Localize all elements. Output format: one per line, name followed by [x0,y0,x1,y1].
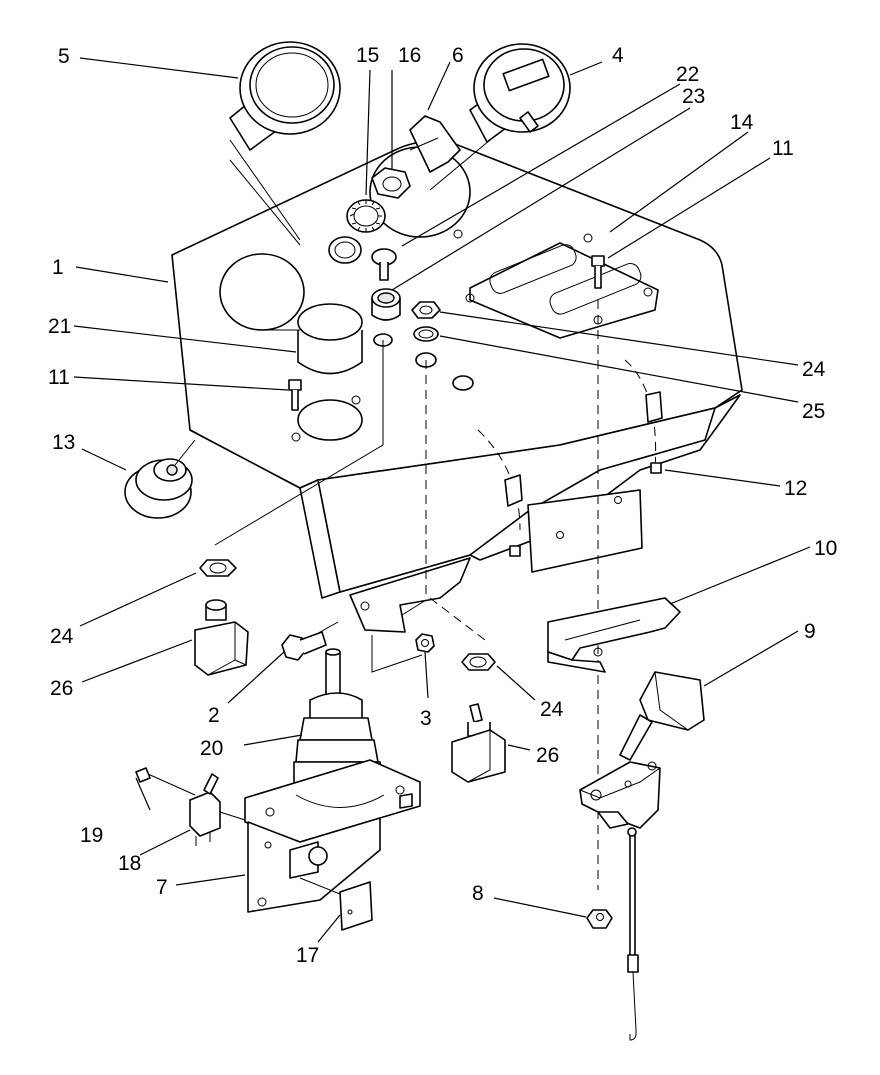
callout-16: 16 [398,44,421,67]
callout-4: 4 [612,44,624,67]
callout-13: 13 [52,431,75,454]
callout-14: 14 [730,111,754,134]
gauge-5 [229,41,341,241]
callout-24-mid: 24 [540,698,564,721]
lock-washer-15 [346,199,386,233]
callout-21: 21 [48,315,71,338]
nut-24-left [199,559,237,577]
callout-18: 18 [118,852,141,875]
callout-12: 12 [784,477,807,500]
hex-nut-16 [371,167,411,199]
callout-10: 10 [814,537,837,560]
callout-24-left: 24 [50,625,74,648]
callout-labels: 1 2 3 4 5 6 7 8 9 10 11 11 12 13 14 15 1… [48,44,837,967]
callout-7: 7 [156,876,168,899]
screw-11-right [591,255,605,289]
plate-17 [339,881,373,931]
callout-22: 22 [676,63,699,86]
horn-13 [124,439,196,519]
nut-8 [586,909,613,929]
callout-20: 20 [200,737,223,760]
grommet [328,236,362,264]
toggle-switch-26-left [194,599,249,676]
callout-6: 6 [452,44,464,67]
callout-23: 23 [682,85,705,108]
bracket-7 [247,817,381,913]
gauge-4 [429,43,571,191]
callout-5: 5 [58,45,70,68]
callout-3: 3 [420,707,432,730]
callout-19: 19 [80,824,103,847]
key-switch-6 [409,115,461,173]
shift-lever-9 [579,671,705,1041]
callout-15: 15 [356,44,379,67]
control-box-housing [171,140,743,633]
toggle-switch-26-right [451,703,506,783]
nut-24-top [411,301,441,319]
callout-2: 2 [208,704,220,727]
screw-19 [135,767,196,796]
bolt-2 [281,631,327,661]
callout-8: 8 [472,882,484,905]
bushing-23 [371,288,401,321]
callout-9: 9 [804,620,816,643]
cap-21 [297,303,363,375]
callout-11-left: 11 [48,366,70,389]
callout-11-right: 11 [772,137,794,160]
callout-1: 1 [52,256,64,279]
joystick-20 [244,648,421,843]
callout-26-right: 26 [536,744,559,767]
washer-25 [413,326,439,342]
callout-leaders [73,57,811,943]
bracket-10 [547,597,681,673]
callout-17: 17 [296,944,319,967]
nut-24-right [461,653,496,671]
callout-26-left: 26 [50,677,73,700]
callout-24-right-top: 24 [802,358,826,381]
screw-11-left [288,379,302,411]
knob-22 [371,248,397,281]
nut-3 [415,633,435,653]
callout-25: 25 [802,400,825,423]
switch-18 [189,773,246,846]
